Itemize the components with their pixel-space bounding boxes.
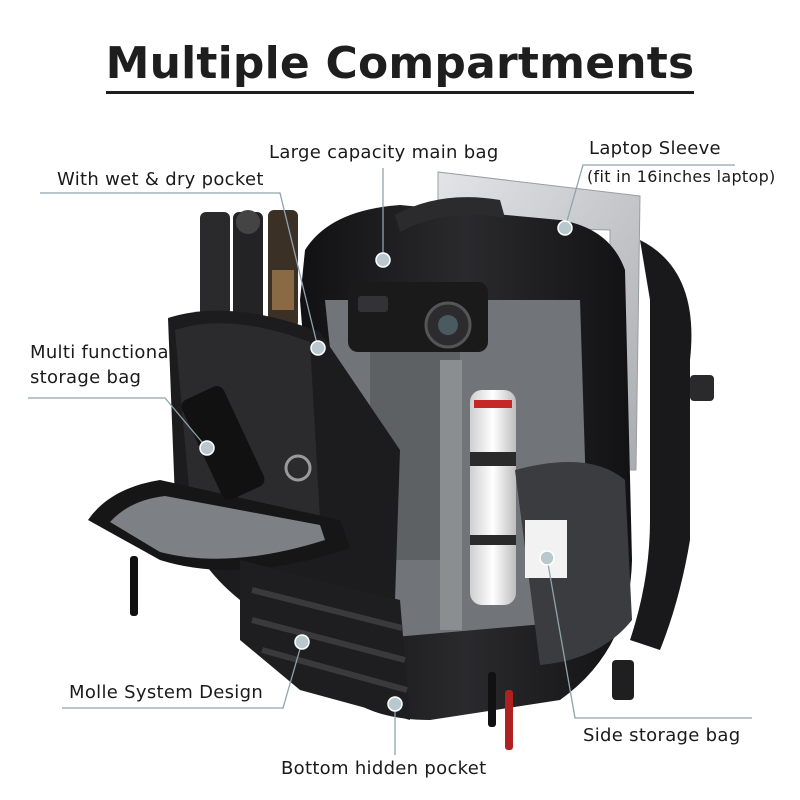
title-text: Multiple Compartments — [105, 38, 695, 94]
dot-laptop — [557, 220, 573, 236]
label-wet-dry-pocket: With wet & dry pocket — [57, 169, 264, 190]
dot-bottom — [387, 696, 403, 712]
leader-lines — [28, 164, 752, 755]
divider-mid — [440, 360, 462, 630]
dot-wet-dry — [310, 340, 326, 356]
label-molle: Molle System Design — [69, 682, 264, 703]
leader-laptop — [564, 164, 735, 229]
leader-side — [546, 557, 752, 719]
leader-wet-dry — [40, 192, 319, 349]
label-bottom-pocket: Bottom hidden pocket — [281, 758, 487, 779]
front-flap — [88, 310, 400, 620]
dot-main-bag — [375, 252, 391, 268]
dot-side — [539, 550, 555, 566]
camera — [348, 282, 488, 352]
leader-molle — [62, 641, 303, 709]
leader-multi — [28, 397, 208, 449]
callout-dots — [199, 220, 573, 712]
page-title: Multiple Compartments — [0, 38, 800, 94]
label-main-bag: Large capacity main bag — [269, 142, 499, 163]
dot-multi — [199, 440, 215, 456]
label-multi-line2: storage bag — [30, 367, 142, 388]
molle-panel — [240, 560, 410, 720]
dot-molle — [294, 634, 310, 650]
zipper-pulls — [130, 556, 513, 750]
label-side-storage: Side storage bag — [583, 725, 741, 746]
shoulder-straps — [612, 240, 714, 700]
label-multi-line1: Multi functional — [30, 342, 175, 363]
lens — [470, 390, 516, 605]
label-laptop-note: (fit in 16inches laptop) — [587, 167, 776, 186]
label-laptop-sleeve: Laptop Sleeve — [589, 138, 721, 159]
side-pocket — [515, 462, 632, 665]
tripod — [200, 210, 298, 330]
card-in-pocket — [525, 520, 567, 578]
